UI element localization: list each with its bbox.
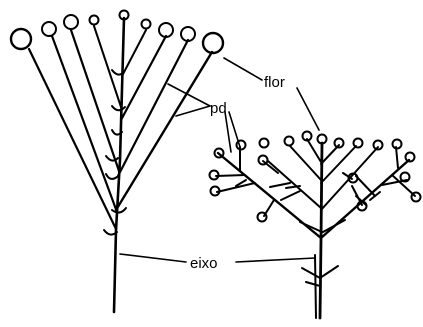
right-flower-2	[301, 130, 313, 142]
right-flower-18	[347, 172, 359, 184]
left-flower-7	[158, 22, 174, 38]
right-flower-11	[333, 137, 345, 149]
left-bract-3	[111, 129, 123, 136]
left-inflorescence	[9, 9, 225, 314]
right-twig-r6	[342, 172, 353, 180]
right-branch-l2	[267, 160, 322, 209]
flor-leader-left	[223, 57, 263, 81]
right-bract-5	[305, 281, 321, 287]
left-pedicel-7	[116, 38, 190, 178]
pd-leader-3	[224, 111, 232, 153]
right-flower-15	[404, 151, 416, 163]
right-flower-17	[410, 191, 422, 203]
right-bract-9	[369, 191, 381, 201]
right-bract-3	[301, 267, 321, 279]
left-bract-4	[105, 155, 119, 162]
left-pedicel-4	[93, 25, 122, 108]
flor-leader-right	[296, 87, 320, 131]
left-pedicel-2	[50, 34, 119, 214]
right-branch-l3	[289, 145, 322, 181]
right-flower-14	[391, 138, 403, 150]
left-bract-2	[111, 105, 126, 112]
right-bract-8	[235, 179, 247, 187]
right-flower-10	[256, 211, 268, 223]
left-flower-3	[63, 14, 79, 30]
right-twig-l5	[269, 182, 291, 188]
label-flor: flor	[264, 74, 285, 91]
right-axis-base	[314, 254, 317, 319]
right-flower-9	[209, 185, 221, 197]
right-bract-4	[319, 265, 339, 279]
right-flower-8	[208, 169, 220, 181]
left-pedicel-3	[69, 28, 121, 173]
right-inflorescence	[208, 130, 422, 320]
label-pd: pd	[210, 100, 227, 117]
left-main-axis	[112, 16, 126, 314]
left-flower-4	[88, 14, 100, 26]
left-flower-1	[9, 27, 33, 51]
eixo-leader-right	[235, 257, 316, 263]
left-bract-6	[111, 207, 127, 214]
right-twig-r1	[391, 174, 416, 197]
right-bract-6	[285, 185, 301, 189]
right-twig-r5	[355, 175, 376, 197]
right-twig-r3	[395, 146, 399, 169]
right-bract-1	[299, 221, 323, 233]
right-flower-19	[356, 200, 368, 212]
pd-leader-4	[228, 111, 241, 148]
left-flower-9	[201, 31, 225, 55]
right-main-axis	[318, 141, 324, 320]
pd-leader-1	[167, 83, 211, 107]
right-branch-r3	[320, 145, 357, 184]
label-eixo: eixo	[190, 255, 218, 272]
right-flower-16	[399, 171, 411, 183]
right-twig-l6	[280, 190, 301, 201]
right-bract-7	[355, 195, 367, 206]
left-flower-5	[118, 9, 130, 21]
right-branch-r4	[320, 144, 340, 165]
right-flower-5	[235, 139, 247, 151]
eixo-leader-left	[119, 253, 187, 263]
left-flower-6	[140, 18, 152, 30]
right-flower-3	[283, 135, 295, 147]
right-bract-2	[322, 219, 346, 233]
left-pedicel-8	[114, 50, 214, 212]
right-flower-12	[352, 137, 364, 149]
right-flower-13	[372, 139, 384, 151]
right-flower-7	[257, 154, 269, 166]
leader-lines	[119, 57, 320, 263]
left-flower-8	[180, 26, 196, 42]
right-flower-4	[258, 137, 270, 149]
left-bract-7	[103, 229, 118, 236]
right-twig-l1	[215, 174, 246, 177]
left-pedicel-6	[119, 34, 168, 122]
right-flower-1	[316, 133, 328, 145]
left-flower-2	[41, 21, 57, 37]
pd-leader-2	[175, 105, 211, 117]
left-pedicel-5	[121, 29, 147, 77]
right-flower-6	[213, 147, 225, 159]
left-bract-5	[105, 173, 118, 180]
right-twig-l2	[216, 182, 256, 193]
left-pedicel-1	[27, 47, 118, 231]
left-bract-1	[111, 69, 125, 76]
right-branch-l4	[306, 138, 322, 163]
